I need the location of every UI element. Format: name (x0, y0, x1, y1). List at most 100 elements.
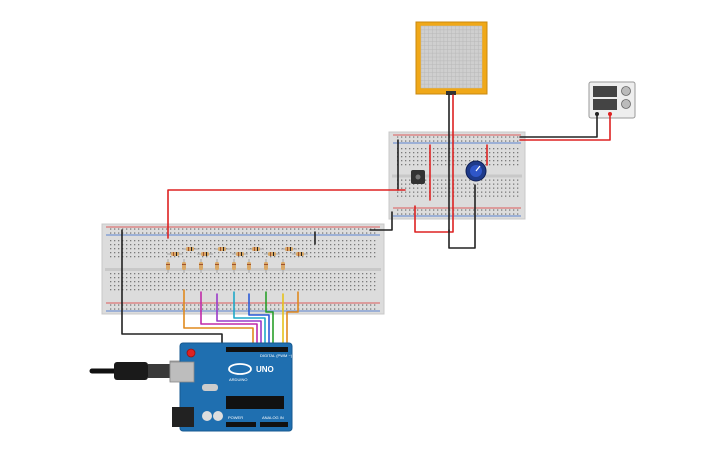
resistor-body (218, 247, 226, 251)
resistor-icon[interactable] (215, 259, 219, 273)
hole (210, 228, 212, 230)
hole (282, 273, 284, 275)
hole (493, 152, 495, 154)
hole (218, 240, 220, 242)
wire-pot-gnd[interactable] (448, 184, 476, 249)
wire-arduino-gnd[interactable] (121, 229, 223, 345)
wire-bb-link-red[interactable] (167, 189, 406, 239)
wire-signal-3[interactable] (216, 293, 262, 347)
digital-header[interactable] (226, 347, 288, 352)
hole (186, 289, 188, 291)
resistor-icon[interactable] (167, 252, 183, 256)
resistor-icon[interactable] (292, 252, 308, 256)
resistor-icon[interactable] (264, 252, 280, 256)
hole (497, 187, 499, 189)
breadboard-small[interactable] (388, 131, 526, 220)
resistor-icon[interactable] (248, 247, 264, 251)
hole (405, 160, 407, 162)
hole (493, 164, 495, 166)
hole (178, 304, 180, 306)
hole (302, 308, 304, 310)
hole (310, 273, 312, 275)
hole (242, 232, 244, 234)
hole (346, 244, 348, 246)
hole (270, 277, 272, 279)
resistor-icon[interactable] (182, 247, 198, 251)
hole (306, 308, 308, 310)
wire-psu-negative[interactable] (519, 113, 598, 138)
wire-signal-6[interactable] (265, 291, 274, 347)
wire-signal-1[interactable] (183, 289, 254, 347)
hole (322, 252, 324, 254)
wire-signal-5[interactable] (248, 293, 270, 347)
arduino-usb-port (169, 361, 195, 383)
wire-signal-4[interactable] (233, 291, 266, 347)
hole (290, 240, 292, 242)
resistor-band (301, 252, 302, 256)
display-matrix[interactable] (415, 21, 488, 95)
hole (170, 252, 172, 254)
hole (250, 228, 252, 230)
hole (425, 136, 427, 138)
potentiometer[interactable] (465, 160, 487, 182)
resistor-icon[interactable] (199, 259, 203, 273)
hole (242, 248, 244, 250)
resistor-icon[interactable] (182, 259, 186, 273)
resistor-icon[interactable] (197, 252, 213, 256)
hole (130, 252, 132, 254)
psu-knob-voltage[interactable] (621, 86, 631, 96)
hole (230, 277, 232, 279)
hole (298, 248, 300, 250)
hole (425, 160, 427, 162)
hole (226, 308, 228, 310)
hole (350, 256, 352, 258)
hole (465, 191, 467, 193)
hole (302, 289, 304, 291)
hole (477, 209, 479, 211)
psu-knob-current[interactable] (621, 99, 631, 109)
hole (342, 228, 344, 230)
hole (130, 240, 132, 242)
hole (401, 187, 403, 189)
hole (250, 256, 252, 258)
hole (445, 152, 447, 154)
resistor-icon[interactable] (232, 259, 236, 273)
hole (306, 273, 308, 275)
breadboard-large[interactable] (101, 223, 385, 315)
power-supply[interactable] (588, 81, 636, 119)
wire-signal-8[interactable] (286, 291, 299, 347)
wire-bb-link-black[interactable] (369, 211, 393, 231)
resistor-icon[interactable] (166, 259, 170, 273)
reset-button[interactable] (186, 348, 196, 358)
hole (190, 285, 192, 287)
hole (433, 209, 435, 211)
wire-display-vcc[interactable] (414, 94, 454, 233)
hole (190, 281, 192, 283)
hole (413, 191, 415, 193)
wire-signal-2[interactable] (200, 291, 258, 347)
hole (370, 273, 372, 275)
hole (310, 256, 312, 258)
hole (286, 240, 288, 242)
resistor-icon[interactable] (264, 259, 268, 273)
hole (198, 232, 200, 234)
hole (366, 240, 368, 242)
resistor-icon[interactable] (232, 252, 248, 256)
resistor-icon[interactable] (247, 259, 251, 273)
hole (513, 152, 515, 154)
hole (445, 213, 447, 215)
hole (174, 273, 176, 275)
hole (401, 160, 403, 162)
sensor[interactable] (411, 170, 425, 184)
wire-psu-positive[interactable] (519, 113, 611, 141)
resistor-icon[interactable] (214, 247, 230, 251)
resistor-icon[interactable] (281, 247, 297, 251)
resistor-icon[interactable] (281, 259, 285, 273)
hole (202, 285, 204, 287)
analog-header[interactable] (260, 422, 288, 427)
power-header[interactable] (226, 422, 256, 427)
arduino-uno[interactable]: UNO ARDUINO DIGITAL (PWM ~) POWER ANALOG… (169, 342, 293, 432)
hole (262, 273, 264, 275)
hole (250, 277, 252, 279)
